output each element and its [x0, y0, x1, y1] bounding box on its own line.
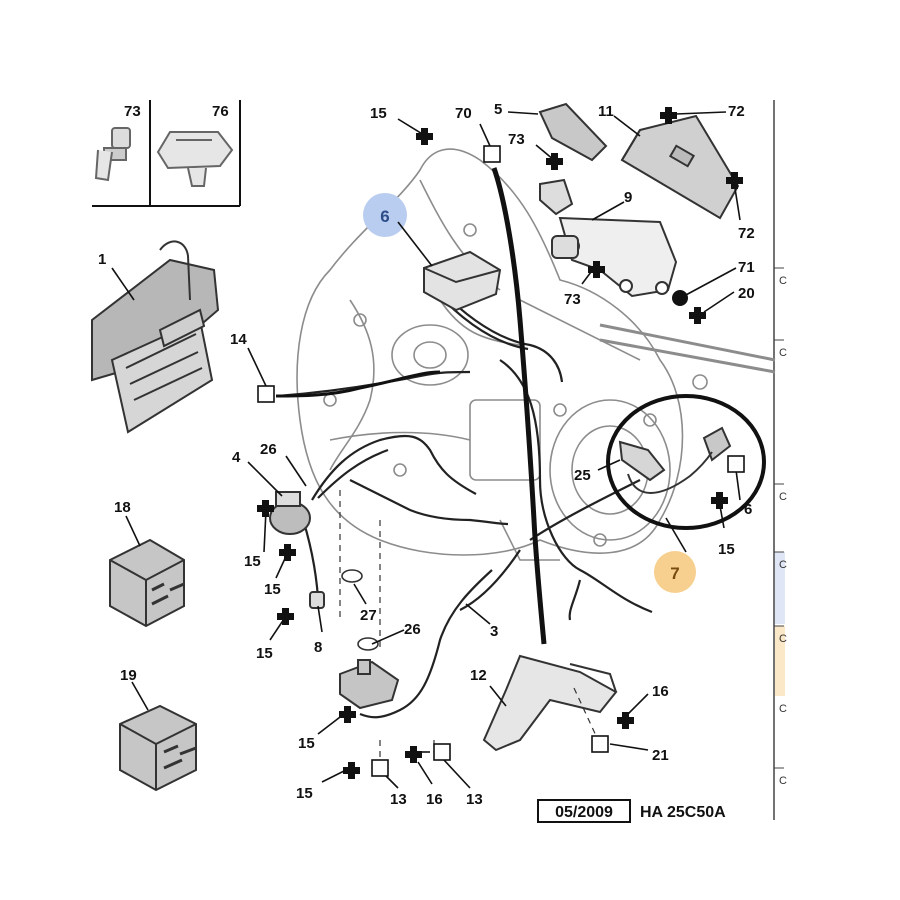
relay-19 — [119, 704, 197, 792]
label-15-b: 15 — [264, 581, 281, 598]
svg-text:C: C — [779, 703, 787, 715]
svg-text:C: C — [779, 775, 787, 787]
label-71: 71 — [738, 259, 755, 276]
module-6 — [423, 250, 502, 312]
relay-18 — [109, 538, 185, 628]
ecu-1 — [91, 240, 220, 434]
label-26-lower: 26 — [404, 621, 421, 638]
washer-26 — [357, 637, 379, 651]
cable-70 — [491, 167, 547, 645]
label-13-b: 13 — [466, 791, 483, 808]
gasket-27 — [341, 569, 363, 583]
label-26-upper: 26 — [260, 441, 277, 458]
label-8: 8 — [314, 639, 322, 656]
cable-14 — [275, 370, 441, 398]
label-19: 19 — [120, 667, 137, 684]
label-16-right: 16 — [652, 683, 669, 700]
label-4: 4 — [232, 449, 241, 466]
label-20: 20 — [738, 285, 755, 302]
label-72-right: 72 — [738, 225, 755, 242]
badge-orange: 7 — [654, 551, 696, 593]
badge-blue: 6 — [363, 193, 407, 237]
inset-label-76: 76 — [212, 103, 229, 120]
label-73-upper: 73 — [508, 131, 525, 148]
svg-text:C: C — [779, 559, 787, 571]
svg-text:C: C — [779, 491, 787, 503]
svg-text:C: C — [779, 347, 787, 359]
label-15-top: 15 — [370, 105, 387, 122]
label-14: 14 — [230, 331, 247, 348]
ecu-11 — [620, 114, 740, 220]
side-strip: C C C C C C C — [773, 100, 787, 820]
label-6-right: 6 — [744, 501, 752, 518]
svg-text:7: 7 — [670, 564, 679, 583]
label-27: 27 — [360, 607, 377, 624]
stud-73 — [539, 178, 579, 259]
label-15-d: 15 — [718, 541, 735, 558]
label-1: 1 — [98, 251, 106, 268]
cross-markers — [257, 107, 743, 779]
dashed-leaders — [339, 490, 599, 764]
leader-lines — [111, 111, 741, 789]
label-12: 12 — [470, 667, 487, 684]
label-15-f: 15 — [296, 785, 313, 802]
wiring-harness — [277, 289, 653, 719]
inset-label-73: 73 — [124, 103, 141, 120]
footer-ref: HA 25C50A — [640, 804, 726, 821]
label-15-c: 15 — [256, 645, 273, 662]
label-3: 3 — [490, 623, 498, 640]
label-15-a: 15 — [244, 553, 261, 570]
svg-text:6: 6 — [380, 207, 389, 226]
callout-numbers: 15 70 5 11 72 73 9 72 71 20 73 1 14 4 26… — [98, 101, 755, 808]
label-13-a: 13 — [390, 791, 407, 808]
label-5: 5 — [494, 101, 502, 118]
bracket-9 — [558, 216, 678, 298]
nut-71 — [672, 290, 688, 306]
label-73-lower: 73 — [564, 291, 581, 308]
label-21: 21 — [652, 747, 669, 764]
speed-sensor-25 — [618, 426, 732, 494]
footer: 05/2009 HA 25C50A — [537, 799, 726, 823]
inset-panel: 73 76 — [92, 100, 241, 207]
svg-text:C: C — [779, 275, 787, 287]
highlight-circle — [606, 394, 766, 530]
label-72-top: 72 — [728, 103, 745, 120]
label-16-bottom: 16 — [426, 791, 443, 808]
svg-text:C: C — [779, 633, 787, 645]
sensor-3 — [339, 659, 400, 710]
label-70: 70 — [455, 105, 472, 122]
square-markers — [257, 145, 745, 777]
label-11: 11 — [598, 103, 614, 120]
sensor-4 — [269, 491, 311, 535]
bolt-icon — [94, 127, 131, 182]
connector-8 — [309, 591, 325, 609]
label-25: 25 — [574, 467, 591, 484]
label-18: 18 — [114, 499, 131, 516]
clip-icon — [156, 131, 234, 187]
label-15-e: 15 — [298, 735, 315, 752]
footer-date: 05/2009 — [555, 804, 613, 821]
bracket-12 — [482, 654, 618, 752]
label-9: 9 — [624, 189, 632, 206]
connector-5 — [538, 102, 608, 162]
